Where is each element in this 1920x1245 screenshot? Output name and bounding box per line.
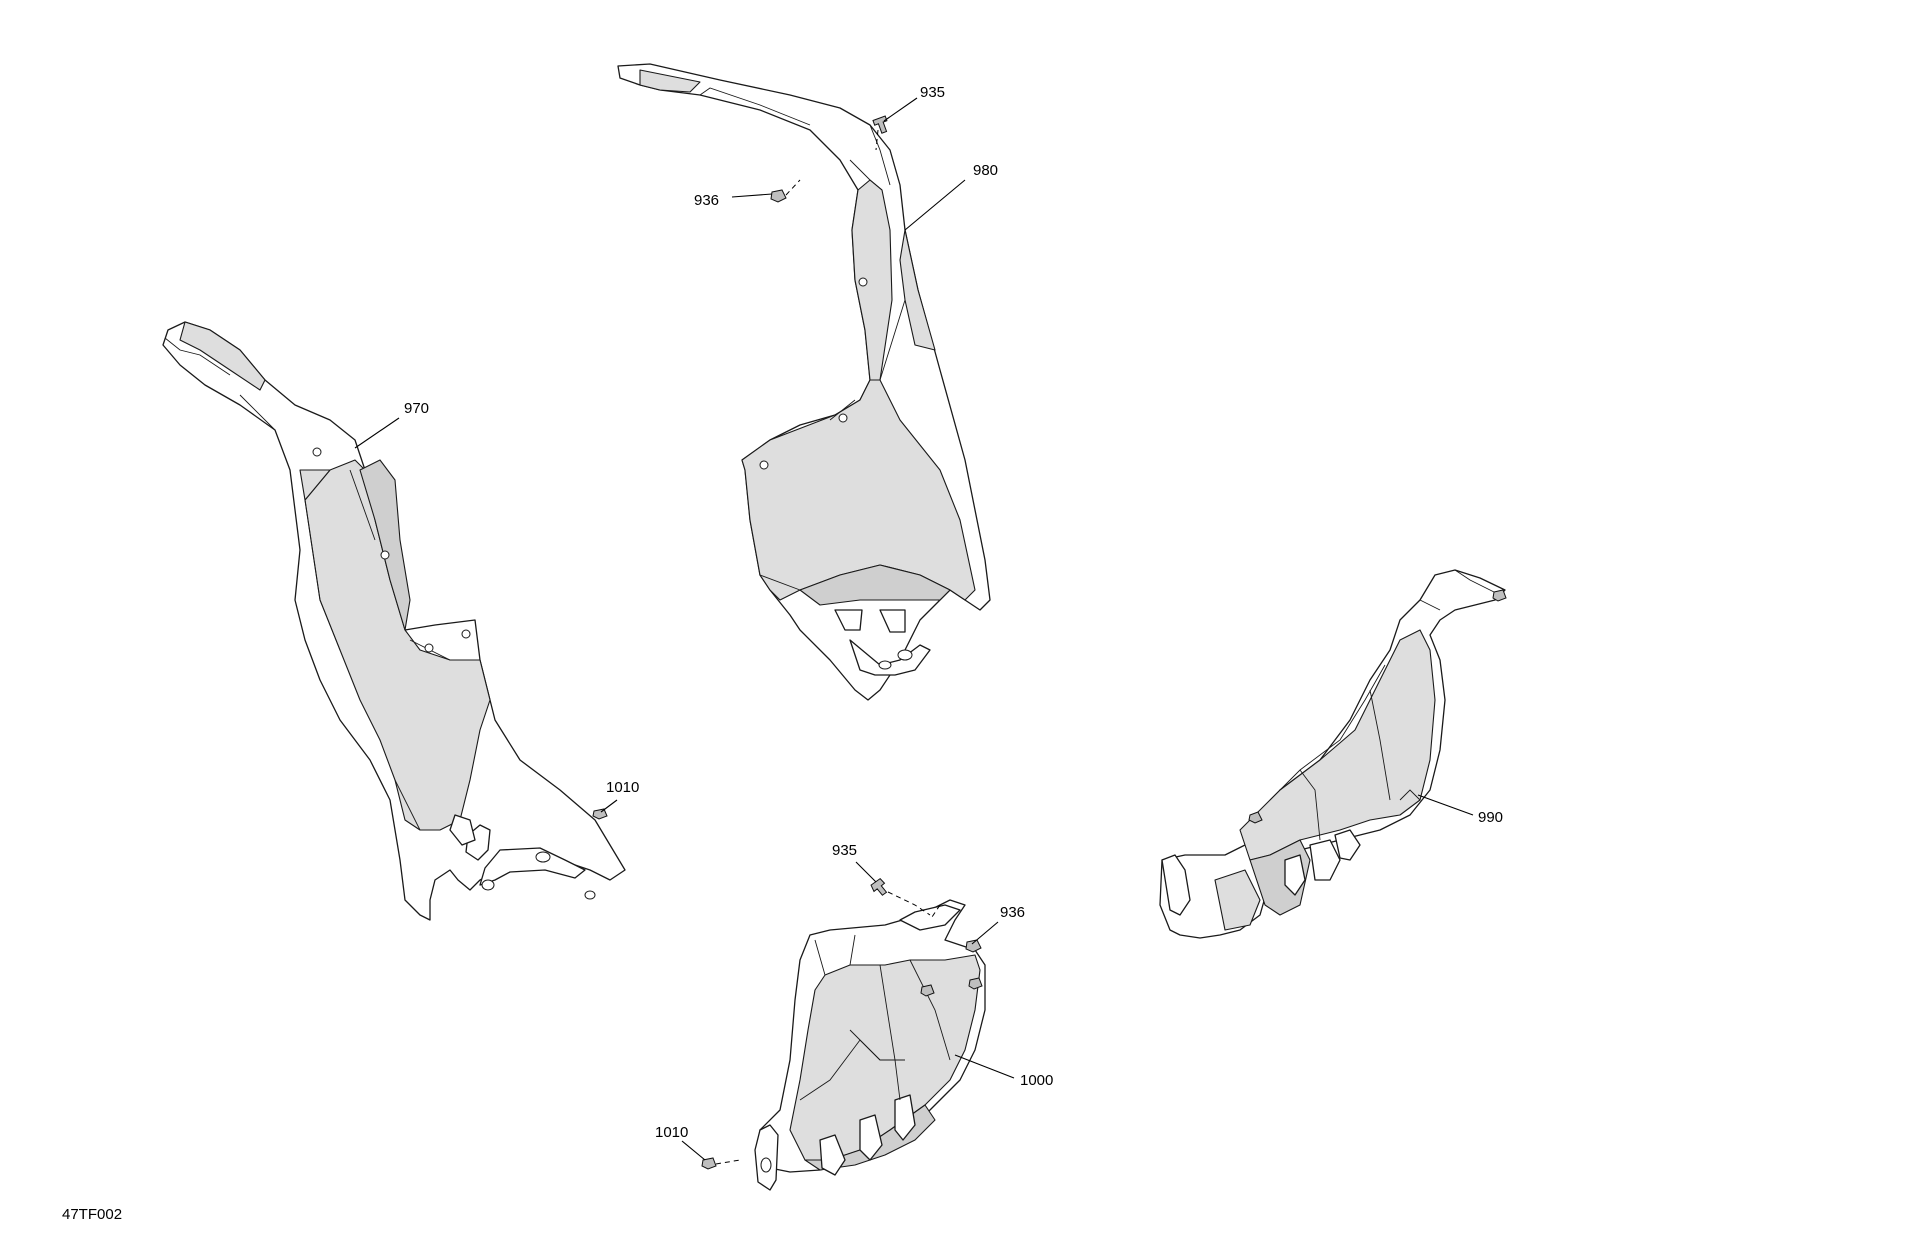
leader-936-bottom (971, 921, 999, 945)
fastener-935-top (872, 115, 888, 134)
callout-980: 980 (973, 162, 998, 179)
callout-1010-left: 1010 (606, 779, 639, 796)
leader-990 (1417, 794, 1474, 816)
part-1000 (754, 899, 986, 1191)
callout-970: 970 (404, 400, 429, 417)
part-980 (617, 63, 991, 701)
dashed-line-936-bottom (929, 904, 941, 921)
leader-936-top (731, 193, 773, 198)
callout-936-top: 936 (694, 192, 719, 209)
fastener-935-bottom (870, 877, 888, 896)
callout-935-bottom: 935 (832, 842, 857, 859)
part-970 (162, 321, 626, 921)
dashed-line-935-top (875, 129, 879, 151)
fastener-936-bottom (965, 939, 982, 953)
leader-970 (354, 417, 400, 449)
callout-936-bottom: 936 (1000, 904, 1025, 921)
callout-1000: 1000 (1020, 1072, 1053, 1089)
leader-1000 (954, 1054, 1015, 1079)
dashed-line-936-top (785, 179, 801, 196)
fastener-936-top (770, 189, 787, 203)
callout-935-top: 935 (920, 84, 945, 101)
fastener-1010-bottom (701, 1157, 717, 1170)
fastener-1010-left (592, 808, 608, 820)
drawing-code: 47TF002 (62, 1206, 122, 1223)
callout-1010-bottom: 1010 (655, 1124, 688, 1141)
leader-1010-bottom (681, 1140, 706, 1161)
leader-1010-left (600, 799, 618, 813)
leader-980 (904, 179, 966, 231)
callout-990: 990 (1478, 809, 1503, 826)
dashed-line-1010-bottom (715, 1159, 741, 1165)
part-990 (1159, 569, 1507, 939)
leader-935-bottom (855, 861, 877, 883)
dashed-line-935-bottom (887, 891, 931, 916)
leader-935-top (883, 97, 918, 122)
